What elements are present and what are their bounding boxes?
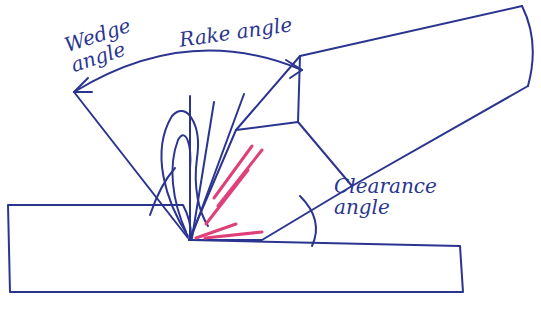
- chip: [161, 111, 208, 236]
- angle-leg: [74, 92, 188, 238]
- tool-shank: [352, 86, 528, 186]
- angle-label: Clearance angle: [334, 176, 458, 218]
- tool-edge: [298, 56, 300, 122]
- reference-line: [189, 96, 191, 238]
- chip: [150, 168, 175, 215]
- angle-label: Rake angle: [178, 12, 310, 51]
- rake-face: [189, 56, 300, 240]
- shading: [196, 146, 262, 238]
- arrow-tick: [74, 78, 92, 92]
- angle-label: Wedge angle: [62, 8, 161, 76]
- clearance-angle-arc: [300, 196, 316, 246]
- tool-shank-end: [522, 6, 533, 86]
- tool-shank: [300, 6, 522, 56]
- workpiece: [8, 205, 463, 292]
- chip: [172, 135, 190, 232]
- arrow-tick: [286, 60, 302, 78]
